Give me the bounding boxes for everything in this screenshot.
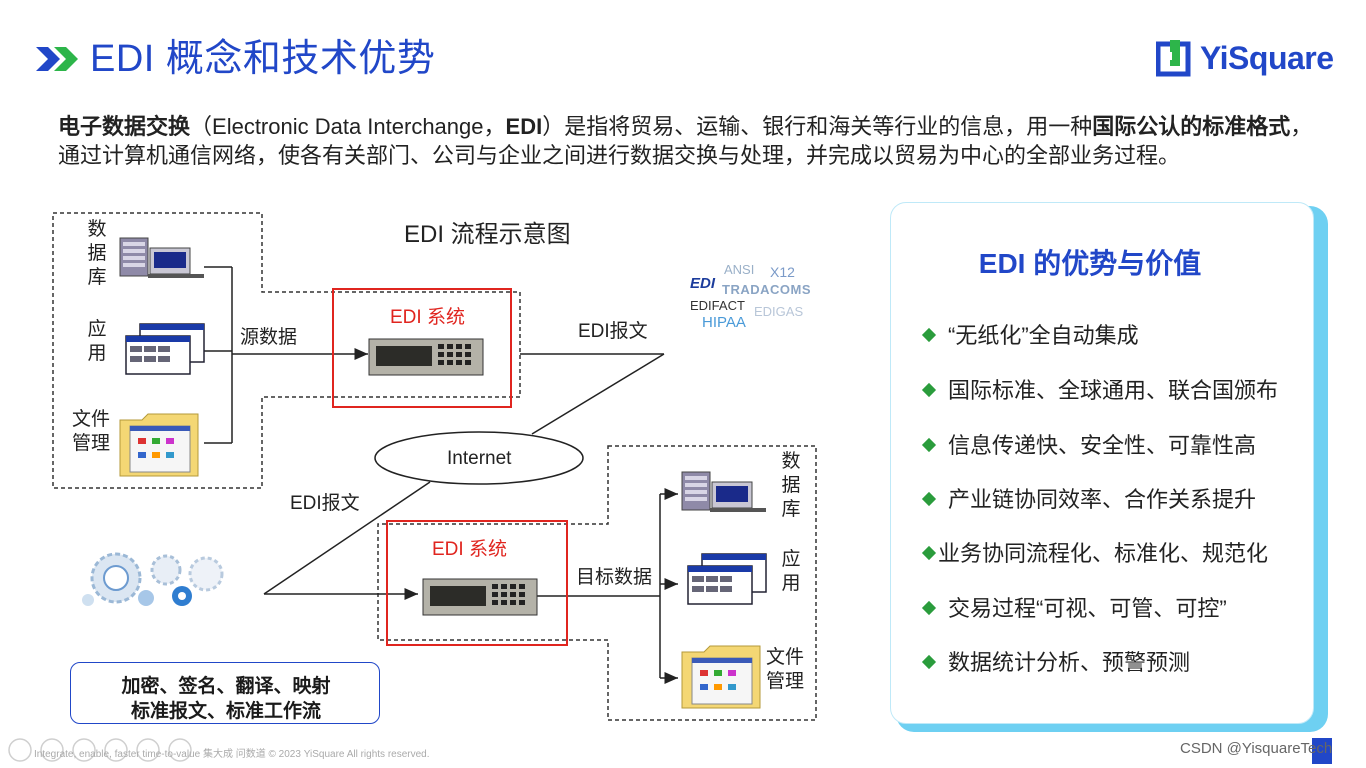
edi-message-label-top: EDI报文 <box>578 321 648 342</box>
advantage-text: 业务协同流程化、标准化、规范化 <box>938 541 1269 566</box>
right-app-label: 应用 <box>781 549 801 594</box>
advantage-text: “无纸化”全自动集成 <box>948 323 1139 348</box>
brand-name: YiSquare <box>1200 40 1334 76</box>
right-db-label: 数据库 <box>781 451 801 520</box>
edi-system-top-label: EDI 系统 <box>390 307 465 328</box>
left-group-outline <box>52 212 521 489</box>
right-group-outline <box>377 445 817 721</box>
advantage-item: 数据统计分析、预警预测 <box>921 649 1191 677</box>
database-server-icon <box>119 237 204 278</box>
application-window-icon <box>125 323 205 375</box>
edi-server-icon <box>368 338 484 376</box>
std-edifact: EDIFACT <box>690 298 745 313</box>
left-app-label: 应用 <box>87 319 107 364</box>
database-server-icon <box>681 471 766 512</box>
bullet-diamond-icon <box>921 437 937 453</box>
intro-abbr: EDI <box>505 114 543 139</box>
bullet-diamond-icon <box>921 545 937 561</box>
std-hipaa: HIPAA <box>702 314 746 331</box>
bullet-diamond-icon <box>921 600 937 616</box>
advantage-item: “无纸化”全自动集成 <box>921 322 1139 350</box>
edi-system-top <box>332 288 512 408</box>
gears-icon <box>82 552 224 606</box>
file-folder-icon <box>119 413 199 477</box>
source-data-label: 源数据 <box>240 327 298 348</box>
advantage-item: 产业链协同效率、合作关系提升 <box>921 486 1257 514</box>
edi-message-label-bottom: EDI报文 <box>290 493 360 514</box>
advantage-item: 业务协同流程化、标准化、规范化 <box>921 540 1269 568</box>
advantage-item: 信息传递快、安全性、可靠性高 <box>921 432 1257 460</box>
std-edigas: EDIGAS <box>754 304 804 319</box>
crypto-features-box: 加密、签名、翻译、映射 标准报文、标准工作流 <box>70 662 380 724</box>
edi-system-bottom <box>386 520 568 646</box>
page-number-badge <box>1312 738 1332 764</box>
advantage-item: 国际标准、全球通用、联合国颁布 <box>921 377 1279 405</box>
target-data-label: 目标数据 <box>576 567 653 588</box>
advantages-title: EDI 的优势与价值 <box>978 248 1202 279</box>
intro-part1: （Electronic Data Interchange， <box>190 114 506 139</box>
left-db-label: 数据库 <box>87 219 107 288</box>
bullet-diamond-icon <box>921 491 937 507</box>
advantages-card <box>890 202 1314 724</box>
title-chevron-icon <box>36 47 78 71</box>
file-folder-icon <box>681 645 761 709</box>
advantage-text: 交易过程“可视、可管、可控” <box>948 596 1227 621</box>
std-edi: EDI <box>690 275 716 292</box>
advantage-text: 国际标准、全球通用、联合国颁布 <box>948 378 1279 403</box>
internet-cloud <box>374 431 584 485</box>
footer-controls[interactable] <box>6 736 226 764</box>
bullet-diamond-icon <box>921 654 937 670</box>
edi-system-bottom-label: EDI 系统 <box>432 539 507 560</box>
bullet-diamond-icon <box>921 327 937 343</box>
crypto-line-1: 加密、签名、翻译、映射 <box>121 676 331 697</box>
left-file-label: 文件管理 <box>72 409 111 454</box>
internet-label: Internet <box>447 448 512 469</box>
bullet-diamond-icon <box>921 382 937 398</box>
page-title: EDI 概念和技术优势 <box>90 38 436 80</box>
intro-paragraph: 电子数据交换（Electronic Data Interchange，EDI）是… <box>58 112 1318 170</box>
crypto-line-2: 标准报文、标准工作流 <box>130 701 321 722</box>
intro-part3: ，通过计算机通信网络，使各有关部门、公司与企业之间进行数据交换与处理，并完成以贸… <box>58 114 1313 168</box>
std-ansi: ANSI <box>724 262 755 277</box>
intro-term: 电子数据交换 <box>58 114 191 139</box>
std-x12: X12 <box>770 264 795 280</box>
edi-standards-cluster: EDI ANSI X12 TRADACOMS EDIFACT EDIGAS HI… <box>688 262 828 344</box>
advantage-text: 产业链协同效率、合作关系提升 <box>948 487 1257 512</box>
right-file-label: 文件管理 <box>766 647 805 692</box>
advantage-text: 信息传递快、安全性、可靠性高 <box>948 433 1257 458</box>
csdn-watermark: CSDN @YisquareTech <box>1180 740 1333 757</box>
edi-server-icon <box>422 578 538 616</box>
yisquare-logo <box>1156 40 1191 77</box>
std-tradacoms: TRADACOMS <box>722 282 811 297</box>
intro-emphasis: 国际公认的标准格式 <box>1092 114 1291 139</box>
application-window-icon <box>687 553 767 605</box>
advantage-item: 交易过程“可视、可管、可控” <box>921 595 1227 623</box>
intro-part2: ）是指将贸易、运输、银行和海关等行业的信息，用一种 <box>542 114 1093 139</box>
diagram-title: EDI 流程示意图 <box>404 221 571 248</box>
footer-copyright: Integrate, enable, faster time-to-value … <box>34 749 430 760</box>
advantage-text: 数据统计分析、预警预测 <box>948 650 1191 675</box>
